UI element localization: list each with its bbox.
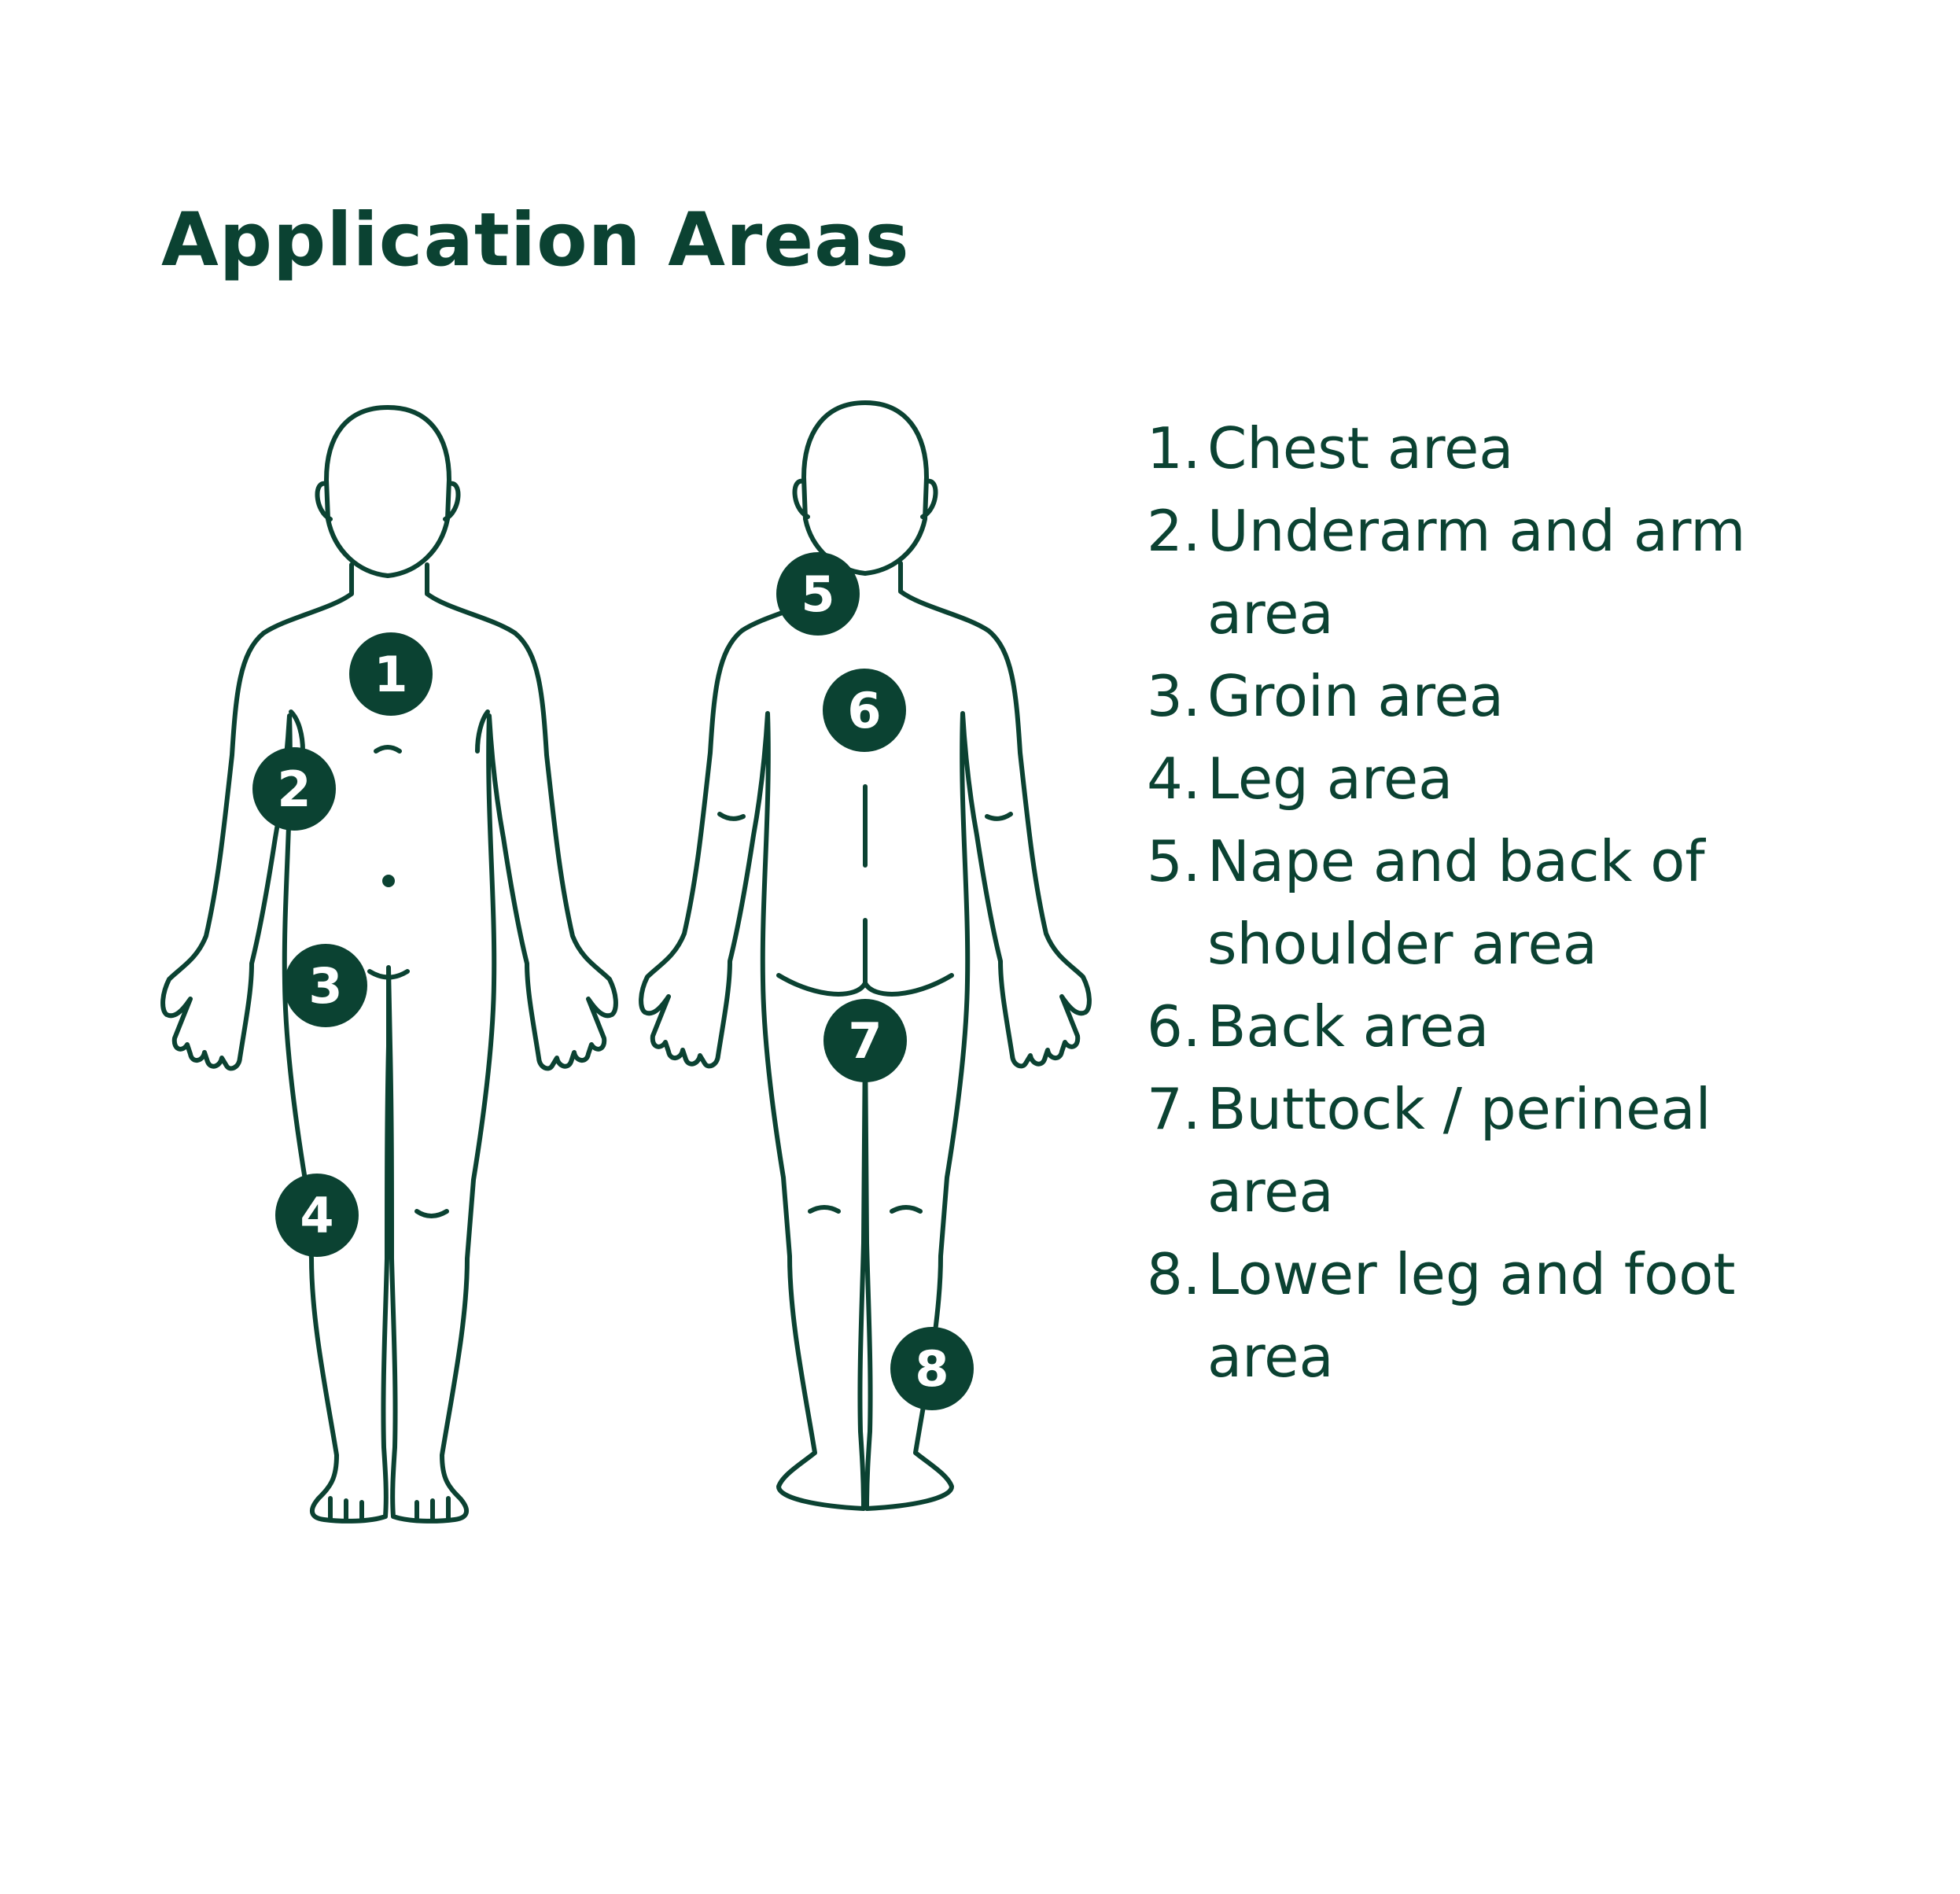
back-head: [801, 400, 929, 576]
area-marker-2: 2: [252, 747, 336, 831]
front-body-figure: [160, 405, 618, 1524]
area-marker-circle: [252, 747, 336, 831]
area-marker-label: 1: [374, 646, 407, 703]
front-ear-right: [443, 481, 461, 521]
back-buttock-line: [776, 973, 954, 997]
back-ear-right: [920, 478, 938, 519]
legend-list: 1. Chest area 2. Underarm and arm area 3…: [1147, 407, 1821, 1398]
legend-text: Lower leg and foot area: [1207, 1241, 1736, 1390]
legend-item: 1. Chest area: [1147, 407, 1821, 490]
legend-number: 4.: [1147, 746, 1201, 812]
legend-text: Nape and back of shoulder area: [1207, 828, 1705, 977]
legend-text: Leg area: [1207, 746, 1453, 812]
area-marker-circle: [890, 1327, 974, 1410]
legend-text: Chest area: [1207, 415, 1514, 481]
area-marker-4: 4: [275, 1174, 359, 1257]
page-title: Application Areas: [161, 197, 910, 283]
area-marker-label: 4: [300, 1187, 333, 1244]
front-body-outline: [160, 562, 618, 1524]
front-knee-line: [414, 1209, 449, 1218]
front-chest-line: [374, 745, 402, 754]
legend-item: 3. Groin area: [1147, 655, 1821, 738]
area-marker-circle: [776, 552, 860, 636]
legend-number: 2.: [1147, 498, 1201, 564]
legend-number: 3.: [1147, 663, 1201, 729]
area-marker-8: 8: [890, 1327, 974, 1410]
area-marker-circle: [823, 669, 906, 752]
legend-item: 8. Lower leg and foot area: [1147, 1233, 1821, 1398]
legend-item: 5. Nape and back of shoulder area: [1147, 820, 1821, 986]
area-marker-7: 7: [823, 999, 907, 1082]
legend-text: Groin area: [1207, 663, 1504, 729]
legend-number: 7.: [1147, 1076, 1201, 1142]
front-navel: [382, 875, 395, 887]
back-knee-line-left: [808, 1205, 841, 1214]
front-groin-line: [367, 969, 410, 980]
legend-text: Back area: [1207, 993, 1490, 1059]
legend-item: 2. Underarm and arm area: [1147, 490, 1821, 655]
legend-number: 8.: [1147, 1241, 1201, 1307]
back-elbow-line-left: [717, 812, 746, 821]
front-toes-right: [414, 1496, 451, 1523]
back-body-figure: [639, 400, 1092, 1511]
area-marker-label: 2: [277, 761, 311, 818]
area-marker-label: 3: [308, 957, 342, 1015]
front-head: [324, 405, 451, 578]
legend-item: 7. Buttock / perineal area: [1147, 1068, 1821, 1233]
back-ear-left: [792, 478, 810, 519]
area-marker-circle: [823, 999, 907, 1082]
area-marker-6: 6: [823, 669, 906, 752]
area-marker-1: 1: [349, 632, 433, 716]
legend-text: Buttock / perineal area: [1207, 1076, 1711, 1225]
front-toes-left: [328, 1496, 364, 1523]
body-diagram: 1 2 3 4 5 6 7 8: [160, 400, 1092, 1524]
back-elbow-line-right: [985, 812, 1013, 821]
area-marker-label: 5: [801, 566, 834, 623]
area-marker-label: 7: [848, 1012, 882, 1070]
area-marker-5: 5: [776, 552, 860, 636]
front-armpit-line: [289, 709, 305, 754]
legend-number: 5.: [1147, 828, 1201, 894]
area-marker-circle: [349, 632, 433, 716]
front-armpit-line-right: [475, 709, 490, 754]
legend-number: 6.: [1147, 993, 1201, 1059]
legend-item: 4. Leg area: [1147, 738, 1821, 820]
front-ear-left: [315, 481, 333, 521]
area-markers: 1 2 3 4 5 6 7 8: [252, 552, 974, 1410]
area-marker-circle: [275, 1174, 359, 1257]
area-marker-circle: [284, 944, 367, 1027]
area-marker-label: 6: [847, 682, 881, 739]
area-marker-3: 3: [284, 944, 367, 1027]
legend-number: 1.: [1147, 415, 1201, 481]
legend-item: 6. Back area: [1147, 986, 1821, 1068]
back-knee-line-right: [890, 1205, 923, 1214]
area-marker-label: 8: [915, 1340, 949, 1398]
legend-text: Underarm and arm area: [1207, 498, 1746, 647]
